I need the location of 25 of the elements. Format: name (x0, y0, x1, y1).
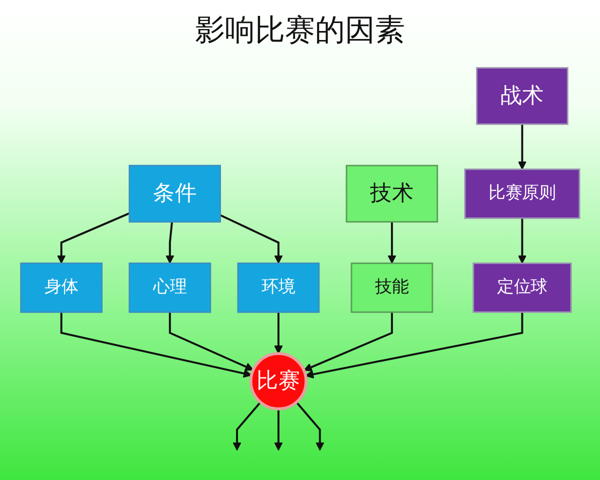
arrow (296, 402, 324, 451)
node-box: 定位球 (472, 262, 572, 313)
arrow (274, 408, 283, 451)
node-box: 环境 (237, 262, 320, 313)
arrow (168, 312, 254, 371)
arrow (60, 312, 252, 378)
arrow (518, 218, 526, 264)
arrow (387, 222, 396, 264)
arrow (303, 312, 393, 372)
arrow (56, 212, 130, 264)
node-box: 条件 (128, 164, 221, 223)
arrow (518, 124, 526, 170)
node-box: 心理 (128, 262, 211, 313)
arrow (220, 214, 283, 264)
node-box: 技能 (350, 262, 433, 313)
arrow (274, 312, 283, 354)
arrow (305, 312, 524, 379)
node-box: 技术 (346, 164, 438, 223)
node-box: 比赛原则 (464, 168, 580, 219)
node-box: 战术 (476, 67, 568, 125)
arrow (165, 222, 174, 264)
node-circle: 比赛 (249, 352, 308, 410)
diagram-title: 影响比赛的因素 (195, 13, 405, 48)
arrow (232, 402, 262, 451)
node-box: 身体 (20, 262, 102, 313)
